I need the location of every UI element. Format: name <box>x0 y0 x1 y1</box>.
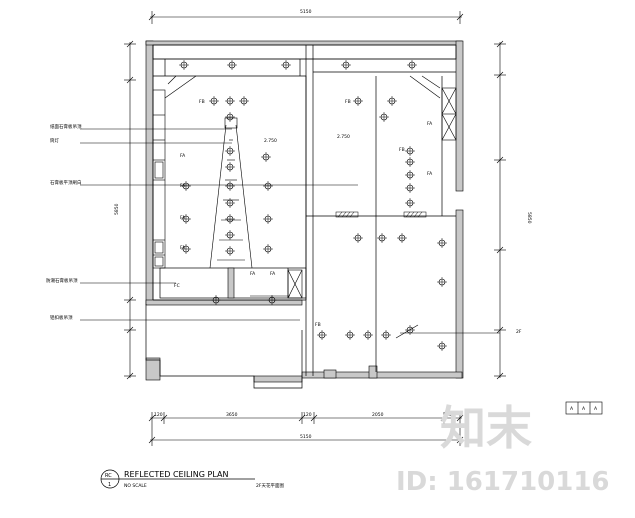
title-block-cell: A <box>582 406 586 412</box>
title-tag <box>100 469 255 489</box>
title-block <box>565 401 603 415</box>
top-dimension <box>148 11 464 24</box>
fixture-label-fa: FA <box>180 245 186 251</box>
callout-flat-ceiling: 石膏板平顶刷白 <box>50 179 82 186</box>
bottom-dim-seg: 160 <box>446 412 455 418</box>
drawing-subtitle: 2F天花平面图 <box>256 482 284 489</box>
bottom-dim-seg: 120 <box>303 412 312 418</box>
right-cabinet <box>441 87 457 141</box>
fixture-label-fa: FA <box>270 271 276 277</box>
title-block-cell: A <box>570 406 574 412</box>
fixture-labels: FB FA FA FA FA FB FA FA FB FB FA FA FC 2… <box>174 99 433 328</box>
fixture-label-fa: FA <box>180 215 186 221</box>
left-cabinet <box>152 89 166 269</box>
callout-downlight: 筒灯 <box>50 137 59 144</box>
callout-texts: 纸面石膏板吊顶 筒灯 石膏板平顶刷白 防潮石膏板吊顶 铝扣板吊顶 2F <box>46 123 522 335</box>
ceiling-level: 2.750 <box>337 134 350 140</box>
drawing-scale: NO SCALE <box>124 483 147 489</box>
fixture-label-fa: FA <box>427 121 433 127</box>
watermark-id: ID: 161710116 <box>396 467 610 497</box>
callout-moisture-ceiling: 防潮石膏板吊顶 <box>46 277 78 284</box>
right-dimension <box>494 40 506 380</box>
fixture-label-fa: FA <box>427 171 433 177</box>
title-tag-top: RC <box>105 473 112 479</box>
fixture-label-fb: FB <box>345 99 351 105</box>
title-block-cell: A <box>594 406 598 412</box>
elevation-marker: 2F <box>516 329 522 335</box>
fixture-label-fa: FA <box>180 153 186 159</box>
beam-hatch <box>335 211 427 218</box>
title-tag-bottom: 1 <box>108 482 111 488</box>
bottom-dim-seg: 2050 <box>372 412 384 418</box>
fixture-label-fb: FB <box>199 99 205 105</box>
top-dimension-text: 5150 <box>300 9 312 15</box>
stair-feature <box>209 117 253 269</box>
left-dimension <box>124 40 136 380</box>
right-dimension-text: 5850 <box>526 212 532 224</box>
fixture-label-fa: FA <box>180 183 186 189</box>
callout-aluminum-ceiling: 铝扣板吊顶 <box>50 314 73 321</box>
bottom-strip-details <box>227 267 303 299</box>
bottom-dim-seg: 3650 <box>226 412 238 418</box>
watermark-brand: 知末 <box>440 401 532 455</box>
drawing-title: REFLECTED CEILING PLAN <box>124 470 228 479</box>
bottom-dim-total: 5150 <box>300 434 312 440</box>
callout-leaders <box>80 128 500 339</box>
ceiling-level: 2.750 <box>264 138 277 144</box>
room-outlines <box>145 44 457 389</box>
bottom-dim-seg: 120 <box>154 412 163 418</box>
left-dimension-text: 5850 <box>114 203 120 215</box>
fixture-label-fb: FB <box>399 147 405 153</box>
fixture-label-fa: FA <box>250 271 256 277</box>
callout-gypsum-ceiling: 纸面石膏板吊顶 <box>50 123 82 130</box>
fixture-label-fb: FB <box>315 322 321 328</box>
bottom-dimension <box>148 412 464 446</box>
ceiling-braces <box>153 58 456 99</box>
walls <box>145 40 464 383</box>
fixture-label-fc: FC <box>174 283 180 289</box>
